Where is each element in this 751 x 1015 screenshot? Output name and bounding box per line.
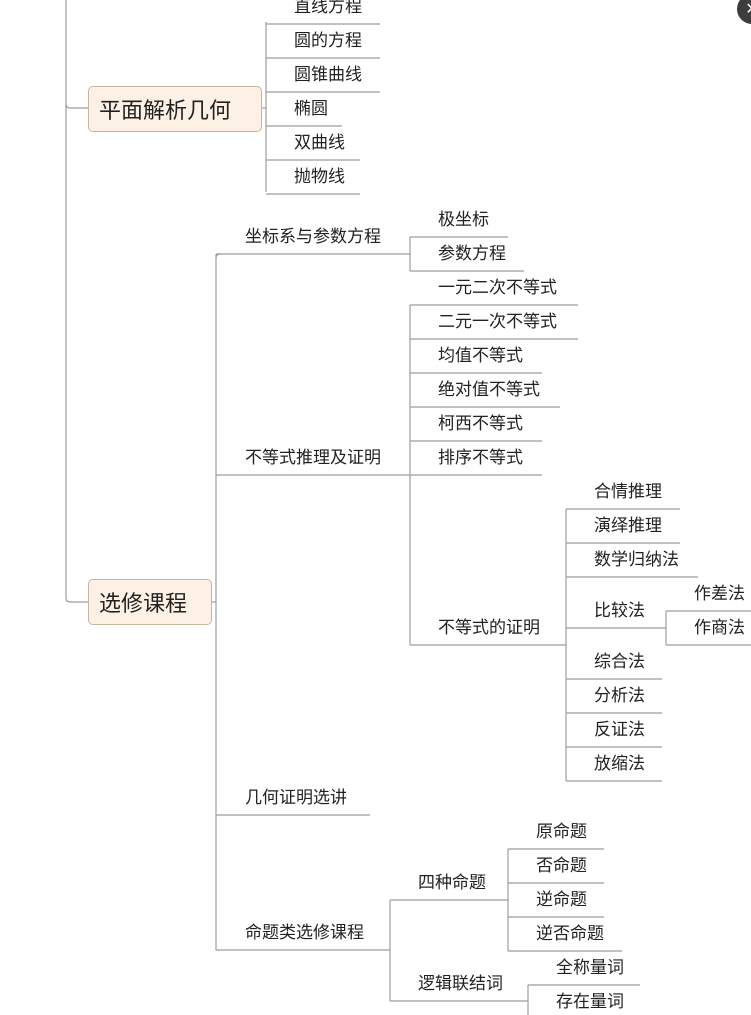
node-p2[interactable]: 演绎推理 (594, 516, 662, 536)
node-c1b[interactable]: 参数方程 (438, 244, 506, 264)
node-d1c[interactable]: 逆命题 (536, 890, 587, 910)
node-d1[interactable]: 四种命题 (418, 873, 486, 893)
node-n1[interactable]: 直线方程 (294, 0, 362, 17)
node-p5[interactable]: 综合法 (594, 652, 645, 672)
node-d2a[interactable]: 全称量词 (556, 958, 624, 978)
node-c2c[interactable]: 均值不等式 (438, 346, 523, 366)
node-n6[interactable]: 抛物线 (294, 167, 345, 187)
b2-spine (215, 253, 221, 950)
node-p6[interactable]: 分析法 (594, 686, 645, 706)
node-b1[interactable]: 平面解析几何 (88, 86, 262, 132)
node-d1d[interactable]: 逆否命题 (536, 924, 604, 944)
node-p7[interactable]: 反证法 (594, 720, 645, 740)
node-c2[interactable]: 不等式推理及证明 (245, 448, 381, 468)
node-d1b[interactable]: 否命题 (536, 856, 587, 876)
node-n5[interactable]: 双曲线 (294, 133, 345, 153)
node-b2[interactable]: 选修课程 (88, 579, 212, 625)
node-p4b[interactable]: 作商法 (694, 618, 745, 638)
node-c2e[interactable]: 柯西不等式 (438, 414, 523, 434)
node-d2[interactable]: 逻辑联结词 (418, 974, 503, 994)
node-d2b[interactable]: 存在量词 (556, 992, 624, 1012)
node-c2a[interactable]: 一元二次不等式 (438, 278, 557, 298)
spine-main (65, 0, 90, 603)
node-d1a[interactable]: 原命题 (536, 822, 587, 842)
node-c1a[interactable]: 极坐标 (438, 210, 489, 230)
node-n4[interactable]: 椭圆 (294, 99, 328, 119)
node-c2g[interactable]: 不等式的证明 (438, 618, 540, 638)
node-c1[interactable]: 坐标系与参数方程 (245, 227, 381, 247)
node-p4[interactable]: 比较法 (594, 601, 645, 621)
node-n3[interactable]: 圆锥曲线 (294, 65, 362, 85)
node-n2[interactable]: 圆的方程 (294, 31, 362, 51)
spine-branch-b1 (65, 103, 90, 109)
node-c4[interactable]: 命题类选修课程 (245, 923, 364, 943)
node-p1[interactable]: 合情推理 (594, 482, 662, 502)
close-icon[interactable]: ✕ (737, 0, 751, 24)
node-c3[interactable]: 几何证明选讲 (245, 788, 347, 808)
node-p8[interactable]: 放缩法 (594, 754, 645, 774)
node-c2b[interactable]: 二元一次不等式 (438, 312, 557, 332)
node-c2f[interactable]: 排序不等式 (438, 448, 523, 468)
node-c2d[interactable]: 绝对值不等式 (438, 380, 540, 400)
node-p4a[interactable]: 作差法 (694, 584, 745, 604)
node-p3[interactable]: 数学归纳法 (594, 550, 679, 570)
